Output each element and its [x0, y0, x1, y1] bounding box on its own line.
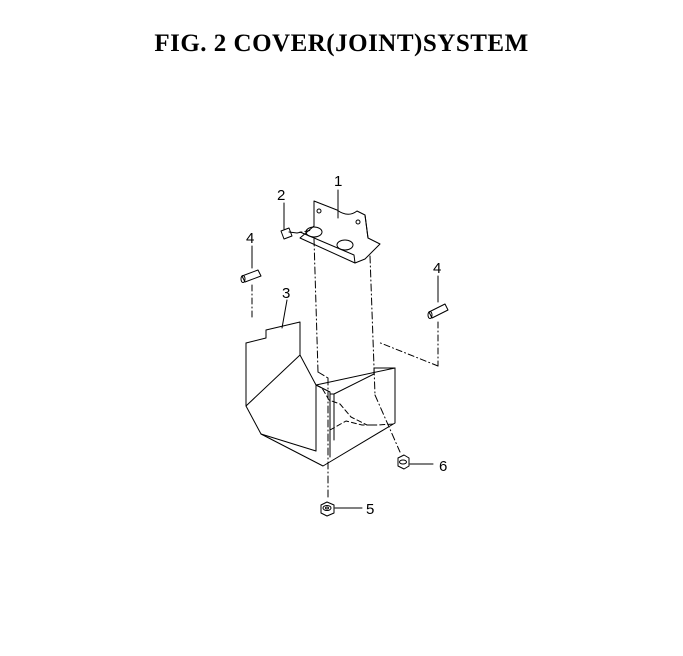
pin-part-4-right	[377, 303, 449, 367]
nut-part-5	[320, 501, 363, 517]
callout-4-left: 4	[246, 230, 254, 247]
callout-1: 1	[334, 173, 342, 190]
callout-4-right: 4	[433, 260, 441, 277]
leader-lines	[251, 189, 439, 329]
pin-part-4-left	[240, 269, 262, 319]
assembly-guide-lines	[313, 238, 401, 498]
callout-6: 6	[439, 458, 447, 475]
bolt-part-2	[280, 227, 313, 240]
bracket-part-1	[299, 200, 381, 264]
figure-title: FIG. 2 COVER(JOINT)SYSTEM	[154, 30, 529, 57]
callout-2: 2	[277, 187, 285, 204]
callout-5: 5	[366, 501, 374, 518]
cover-part-3	[245, 321, 396, 467]
callout-3: 3	[282, 285, 290, 302]
bolt-part-6	[397, 454, 434, 470]
